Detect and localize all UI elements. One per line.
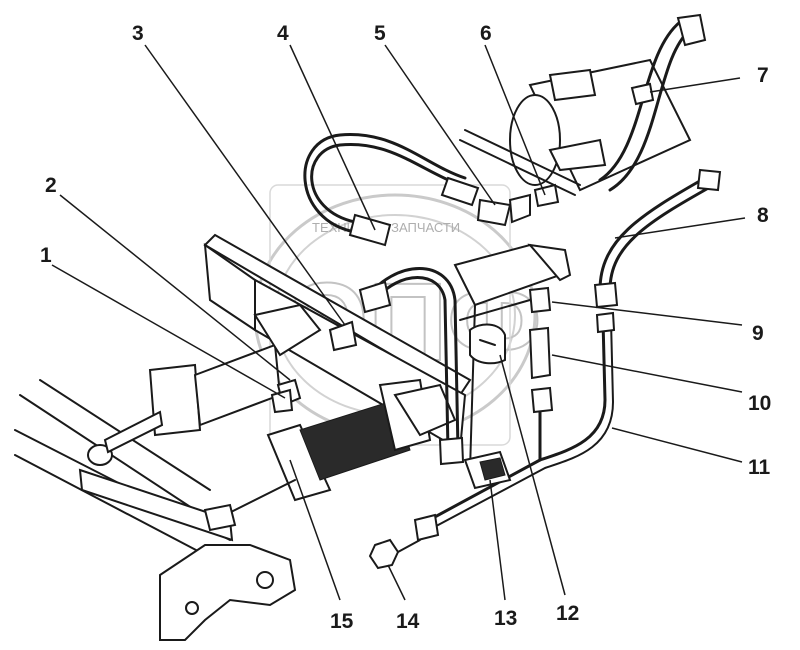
brake-chamber-left (103, 343, 282, 454)
callout-5: 5 (374, 22, 386, 45)
callout-12: 12 (556, 602, 579, 625)
callout-1: 1 (40, 244, 52, 267)
brake-cylinder-15 (203, 378, 457, 532)
callout-6: 6 (480, 22, 492, 45)
fitting-6 (533, 183, 560, 208)
clamp-12 (469, 323, 506, 365)
air-tank (459, 13, 707, 196)
fitting-1 (270, 388, 294, 414)
callout-14: 14 (396, 610, 420, 633)
fitting-5 (476, 193, 531, 227)
callout-7: 7 (757, 64, 769, 87)
callouts: 1 2 3 4 5 6 7 8 9 10 11 12 13 14 15 (40, 22, 771, 633)
leader-lines (51, 44, 746, 601)
hose-8 (593, 168, 722, 309)
hose-3 (358, 267, 465, 466)
callout-11: 11 (748, 456, 771, 479)
callout-3: 3 (132, 22, 144, 45)
callout-15: 15 (330, 610, 354, 633)
pipe-11 (413, 311, 616, 542)
callout-9: 9 (752, 322, 764, 345)
block-13 (463, 450, 512, 490)
callout-8: 8 (757, 204, 769, 227)
callout-10: 10 (748, 392, 771, 415)
pipe-9-10 (528, 286, 554, 462)
callout-13: 13 (494, 607, 517, 630)
nut-14 (368, 538, 421, 570)
fitting-7 (630, 82, 655, 106)
hose-4 (303, 133, 480, 247)
callout-2: 2 (45, 174, 57, 197)
callout-4: 4 (277, 22, 289, 45)
valve-bracket (453, 243, 572, 471)
